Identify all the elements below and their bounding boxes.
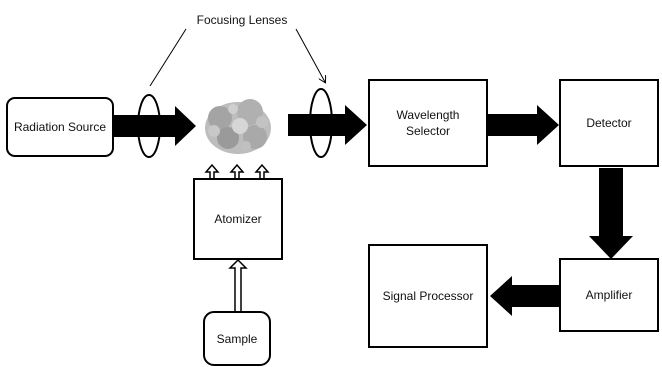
callout-line-left [149, 28, 187, 87]
amplifier-box [559, 258, 659, 332]
focusing-lens-left [137, 94, 161, 158]
atomizer-to-flame-arrows [204, 163, 270, 181]
sample-to-atomizer-arrow [228, 258, 248, 314]
signal-processor-label: Signal Processor [382, 289, 474, 303]
arrow-source-to-flame [113, 106, 196, 146]
arrow-flame-to-selector [288, 105, 367, 145]
radiation-source-label: Radiation Source [13, 120, 107, 134]
signal-processor-box [368, 244, 488, 348]
wavelength-selector-line2: Selector [405, 124, 451, 138]
atomized-cloud [205, 99, 271, 154]
atomizer-label: Atomizer [214, 212, 262, 226]
callout-label: Focusing Lenses [196, 13, 288, 27]
arrow-selector-to-detector [487, 105, 559, 145]
arrow-detector-to-amplifier [589, 168, 633, 259]
wavelength-selector-label: Wavelength Selector [369, 80, 487, 166]
sample-box [203, 311, 271, 366]
detector-box [559, 79, 659, 167]
sample-label: Sample [216, 331, 258, 346]
amplifier-label: Amplifier [585, 288, 633, 302]
callout-line-right [295, 28, 325, 82]
focusing-lens-right [309, 88, 333, 158]
arrow-amplifier-to-processor [490, 276, 559, 316]
detector-label: Detector [586, 116, 632, 130]
wavelength-selector-line1: Wavelength [396, 108, 460, 122]
